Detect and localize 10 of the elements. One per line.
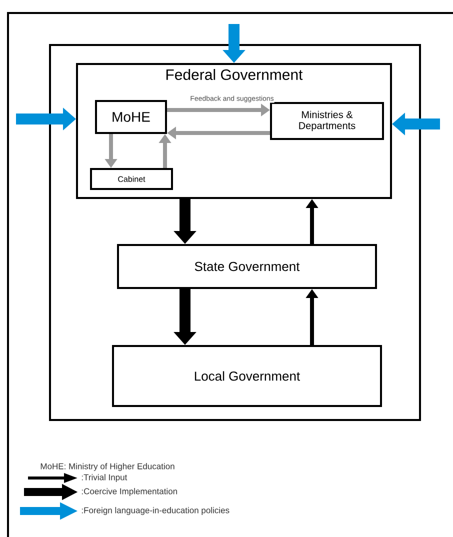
process-box: Cabinet [90, 168, 173, 190]
process-box: State Government [117, 244, 377, 289]
process-box: MoHE [95, 100, 167, 134]
legend-text: :Foreign language-in-education policies [82, 507, 230, 515]
legend-text: :Coercive Implementation [82, 488, 177, 496]
process-box: Ministries & Departments [270, 102, 384, 140]
legend-note: MoHE: Ministry of Higher Education [40, 463, 174, 471]
legend-text: :Trivial Input [82, 474, 128, 482]
process-box: Local Government [112, 345, 382, 407]
frame-box [49, 44, 421, 421]
